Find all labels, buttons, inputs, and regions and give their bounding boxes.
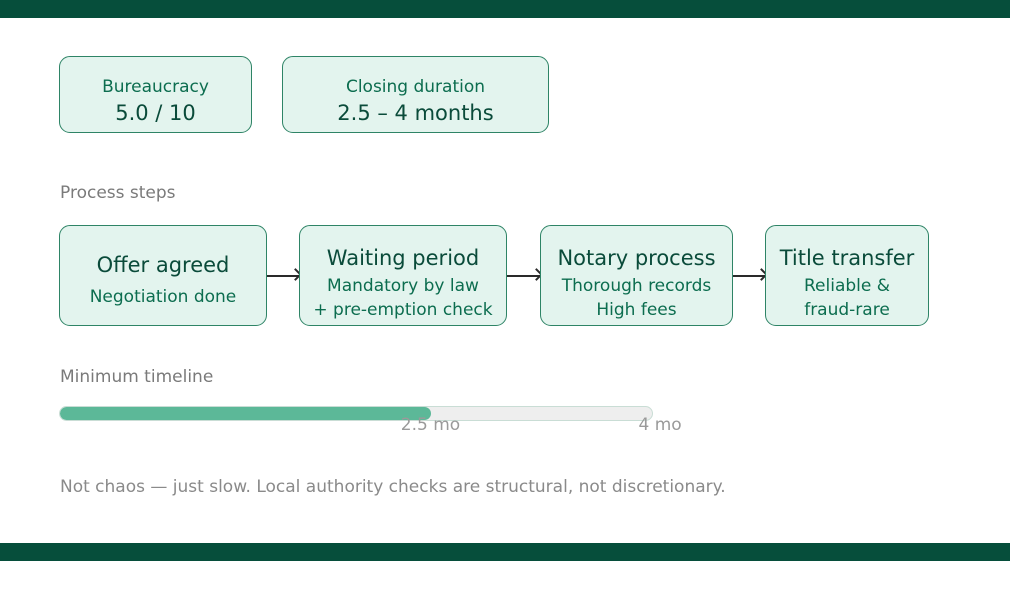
step-detail: Reliable & (803, 276, 890, 296)
footer-note: Not chaos — just slow. Local authority c… (60, 477, 726, 497)
step-detail: fraud-rare (804, 300, 890, 320)
step-waiting-period: Waiting period Mandatory by law + pre-em… (299, 225, 507, 326)
bureaucracy-card: Bureaucracy 5.0 / 10 (59, 56, 252, 133)
step-detail: Mandatory by law (327, 276, 479, 296)
timeline-min-label: 2.5 mo (400, 415, 461, 435)
minimum-timeline-heading: Minimum timeline (60, 367, 214, 387)
step-detail: Thorough records (561, 276, 712, 296)
step-title: Title transfer (779, 246, 915, 270)
arrow-icon (507, 275, 540, 277)
step-detail: Negotiation done (89, 287, 237, 307)
step-detail: High fees (596, 300, 677, 320)
timeline-fill (60, 407, 432, 420)
step-title: Waiting period (326, 246, 480, 270)
arrow-icon (267, 275, 299, 277)
timeline-max-label: 4 mo (638, 415, 682, 435)
step-notary-process: Notary process Thorough records High fee… (540, 225, 733, 326)
closing-duration-card: Closing duration 2.5 – 4 months (282, 56, 549, 133)
closing-duration-value: 2.5 – 4 months (337, 101, 494, 125)
bureaucracy-value: 5.0 / 10 (115, 101, 196, 125)
timeline-track (59, 406, 653, 421)
step-offer-agreed: Offer agreed Negotiation done (59, 225, 267, 326)
step-title: Notary process (557, 246, 716, 270)
bottom-accent-bar (0, 543, 1010, 561)
step-title: Offer agreed (96, 253, 230, 277)
arrow-icon (733, 275, 765, 277)
closing-duration-label: Closing duration (345, 77, 486, 97)
step-detail: + pre-emption check (313, 300, 493, 320)
bureaucracy-label: Bureaucracy (102, 77, 209, 97)
process-steps-heading: Process steps (60, 183, 176, 203)
step-title-transfer: Title transfer Reliable & fraud-rare (765, 225, 929, 326)
top-accent-bar (0, 0, 1010, 18)
